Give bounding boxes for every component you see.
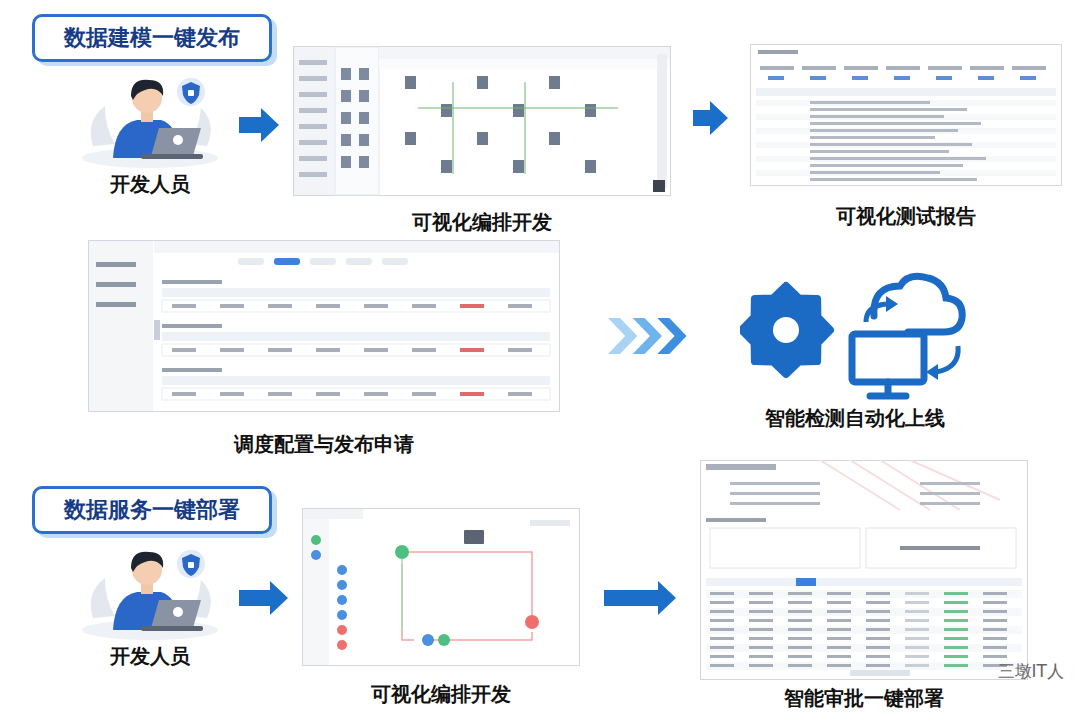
screenshot-illustration (293, 46, 671, 196)
developer-illustration (75, 538, 225, 642)
screenshot-illustration (700, 460, 1028, 680)
screenshot-panel: 可视化测试报告 (750, 44, 1062, 230)
section-header: 数据服务一键部署 (32, 486, 272, 534)
header-text: 数据服务一键部署 (64, 495, 240, 525)
step-caption: 可视化测试报告 (750, 203, 1062, 230)
screenshot-panel: 可视化编排开发 (293, 46, 671, 236)
screenshot-panel: 可视化编排开发 (302, 508, 580, 708)
step-caption: 可视化编排开发 (302, 681, 580, 708)
section-header: 数据建模一键发布 (32, 14, 272, 62)
step-caption: 智能检测自动化上线 (730, 405, 980, 432)
automation-icons: 智能检测自动化上线 (730, 272, 980, 432)
step-caption: 开发人员 (75, 643, 225, 670)
step-caption: 智能审批一键部署 (700, 685, 1028, 712)
developer-illustration (75, 66, 225, 170)
header-text: 数据建模一键发布 (64, 23, 240, 53)
gear-cloud-icon (740, 272, 970, 400)
step-caption: 调度配置与发布申请 (88, 431, 560, 458)
developer-figure: 开发人员 (75, 66, 225, 198)
step-caption: 可视化编排开发 (293, 209, 671, 236)
screenshot-illustration (88, 240, 560, 412)
chevron-arrow (608, 318, 687, 354)
screenshot-illustration (750, 44, 1062, 186)
watermark: 三墩IT人 (998, 660, 1064, 683)
step-caption: 开发人员 (75, 171, 225, 198)
developer-figure: 开发人员 (75, 538, 225, 670)
block-arrow (693, 101, 728, 135)
block-arrow (239, 108, 279, 142)
screenshot-illustration (302, 508, 580, 666)
block-arrow (604, 581, 676, 615)
block-arrow (239, 581, 288, 615)
screenshot-panel: 智能审批一键部署 (700, 460, 1028, 712)
screenshot-panel: 调度配置与发布申请 (88, 240, 560, 458)
